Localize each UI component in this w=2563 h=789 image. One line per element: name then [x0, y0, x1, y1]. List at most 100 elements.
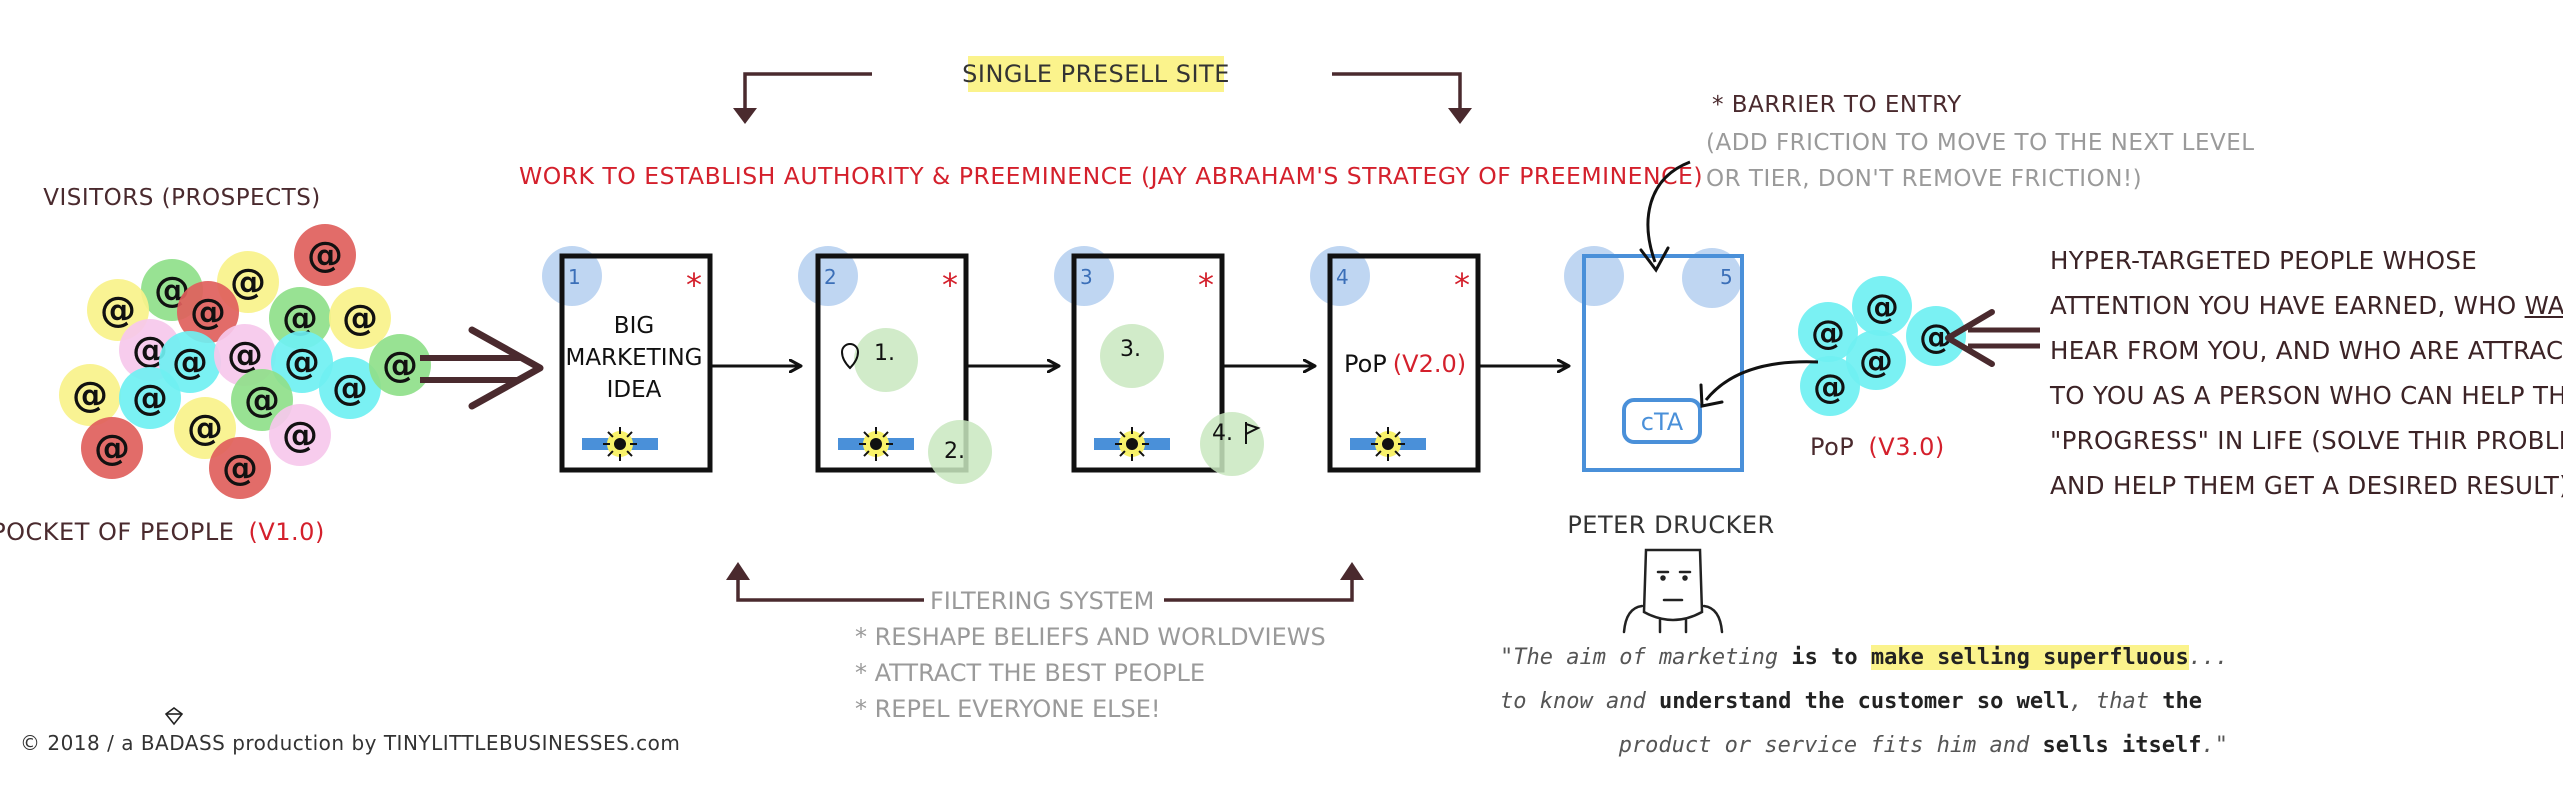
bracket-right-down: [1332, 72, 1462, 120]
pop-v3-version: (V3.0): [1868, 433, 1944, 461]
visitor-bubble: @: [159, 331, 221, 393]
pop-v3-bubble: @: [1906, 306, 1966, 366]
double-arrow-from-hyper-targeted: [1945, 309, 2040, 367]
funnel-step-2: 2*1.2.: [798, 246, 992, 484]
quote-l3b: sells itself: [2042, 733, 2202, 758]
step-number-circle: [542, 246, 602, 306]
quote-l3c: .": [2201, 733, 2229, 758]
visitor-bubble: @: [269, 404, 331, 466]
sun-icon: [1371, 427, 1405, 461]
filter-bracket-left-arrowhead: [726, 562, 750, 580]
svg-text:@: @: [1811, 313, 1845, 353]
svg-text:@: @: [1813, 367, 1847, 407]
diamond-icon: [164, 707, 184, 726]
pop-v3-bubble: @: [1846, 330, 1906, 390]
step-2-item-1: 1.: [874, 341, 895, 366]
pocket-label-version: (V1.0): [249, 518, 325, 546]
svg-text:@: @: [94, 428, 130, 469]
step-number-circle: [1682, 248, 1742, 308]
step-page-frame: [815, 253, 969, 473]
svg-text:@: @: [227, 335, 263, 376]
pop-v3-bubble: @: [1798, 302, 1858, 362]
svg-text:@: @: [342, 298, 378, 339]
svg-text:@: @: [307, 235, 343, 276]
barrier-arrowhead: [1639, 246, 1670, 273]
green-circle: [928, 420, 992, 484]
filtering-title: FILTERING SYSTEM: [930, 587, 1155, 615]
visitor-bubble: @: [329, 287, 391, 349]
bracket-right-arrowhead: [1448, 108, 1472, 124]
step-1-text: BIG: [614, 313, 654, 339]
hyper-line-3: HEAR FROM YOU, AND WHO ARE ATTRACTED: [2050, 336, 2563, 365]
visitor-bubble: @: [141, 259, 203, 321]
step-4-text: PoP(V2.0): [1344, 350, 1466, 378]
location-pin-icon: [840, 343, 860, 370]
visitor-bubble: @: [59, 364, 121, 426]
visitor-bubble: @: [294, 224, 356, 286]
step-3-item-4: 4.: [1212, 421, 1233, 446]
footer-credit: © 2018 / a BADASS production by TINYLITT…: [20, 731, 680, 755]
visitor-bubble: @: [271, 331, 333, 393]
quote-l1a: "The aim of marketing: [1500, 645, 1779, 670]
pop-v3-bubble: @: [1852, 276, 1912, 336]
svg-text:@: @: [1859, 341, 1893, 381]
svg-text:@: @: [332, 368, 368, 409]
step-page-frame: [1071, 253, 1225, 473]
step-1-text: IDEA: [607, 377, 662, 403]
step-number-circle: [1310, 246, 1370, 306]
hyper-line-1: HYPER-TARGETED PEOPLE WHOSE: [2050, 246, 2477, 275]
hyper-targeted-description: HYPER-TARGETED PEOPLE WHOSE ATTENTION YO…: [2050, 238, 2563, 508]
quote-l2a: to know and: [1500, 689, 1646, 714]
visitor-bubble: @: [119, 367, 181, 429]
step-number: 1: [568, 265, 581, 289]
filtering-item-1: * RESHAPE BELIEFS AND WORLDVIEWS: [855, 623, 1326, 651]
hyper-line-4: TO YOU AS A PERSON WHO CAN HELP THEM: [2050, 381, 2563, 410]
step-number: 2: [824, 265, 837, 289]
quote-l3a: product or service fits him and: [1618, 733, 2030, 758]
arrow-pop-v3-to-cta: [1704, 360, 1819, 401]
svg-text:@: @: [382, 345, 418, 386]
subtitle-authority: WORK TO ESTABLISH AUTHORITY & PREEMINENC…: [519, 162, 1703, 190]
drucker-quote: "The aim of marketing is to make selling…: [1500, 636, 2240, 768]
sun-icon: [859, 427, 893, 461]
svg-text:@: @: [282, 415, 318, 456]
filter-bracket-right-arrowhead: [1340, 562, 1364, 580]
step-number-circle: [1564, 246, 1624, 306]
quote-l1d: ...: [2188, 645, 2229, 670]
step-number: 4: [1336, 265, 1349, 289]
filtering-item-2: * ATTRACT THE BEST PEOPLE: [855, 659, 1206, 687]
step-page-frame: [559, 253, 713, 473]
pop-v3-bubble: @: [1800, 356, 1860, 416]
svg-text:@: @: [132, 378, 168, 419]
arrow-pop-v3-arrowhead: [1699, 383, 1724, 408]
step-2-item-2: 2.: [944, 439, 965, 464]
peter-drucker-label: PETER DRUCKER: [1567, 511, 1774, 539]
svg-text:@: @: [187, 408, 223, 449]
green-circle: [1200, 412, 1264, 476]
pocket-label-text: POCKET OF PEOPLE: [0, 518, 234, 546]
pop-v3-label: PoP (V3.0): [1810, 433, 1945, 461]
svg-text:@: @: [230, 262, 266, 303]
filtering-item-3: * REPEL EVERYONE ELSE!: [855, 695, 1161, 723]
step-number-circle: [1054, 246, 1114, 306]
step-1-text: MARKETING: [565, 345, 702, 371]
double-arrow-into-funnel: [420, 326, 544, 410]
visitor-bubble: @: [209, 437, 271, 499]
visitor-bubble: @: [81, 417, 143, 479]
svg-text:@: @: [100, 290, 136, 331]
hyper-line-2: ATTENTION YOU HAVE EARNED, WHO WANT TO: [2050, 283, 2563, 328]
green-circle: [854, 328, 918, 392]
funnel-steps: 1*BIGMARKETINGIDEA2*1.2.3*3.4.4*PoP(V2.0…: [542, 246, 1744, 484]
visitors-label: VISITORS (PROSPECTS): [43, 185, 321, 211]
cta-button[interactable]: cTA: [1622, 398, 1702, 444]
barrier-arrow: [1646, 160, 1691, 263]
visitor-cluster: @@@@@@@@@@@@@@@@@@@@: [59, 224, 431, 499]
pop-v3-text: PoP: [1810, 433, 1854, 461]
barrier-title: * BARRIER TO ENTRY: [1712, 92, 1962, 118]
flag-icon: [1245, 422, 1261, 444]
quote-l2b: understand the customer so well: [1658, 689, 2070, 714]
step-number-circle: [798, 246, 858, 306]
svg-text:@: @: [172, 342, 208, 383]
